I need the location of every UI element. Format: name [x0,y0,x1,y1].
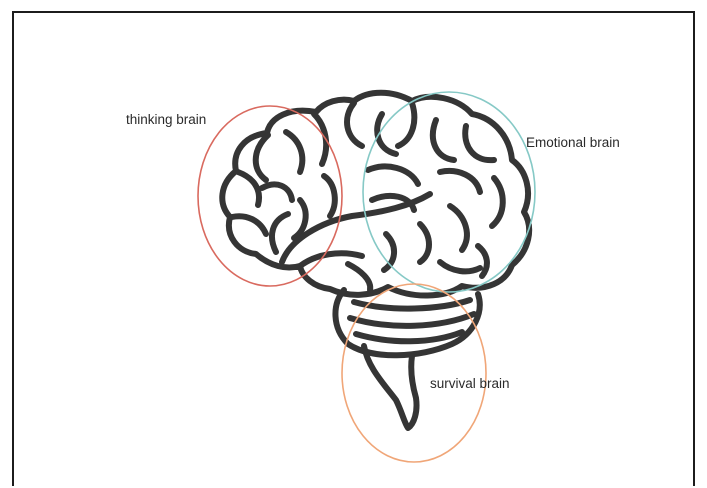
emotional-brain-label: Emotional brain [526,136,620,150]
survival-brain-label: survival brain [430,377,510,391]
brain-stem [364,346,417,428]
thinking-brain-label: thinking brain [126,113,206,127]
